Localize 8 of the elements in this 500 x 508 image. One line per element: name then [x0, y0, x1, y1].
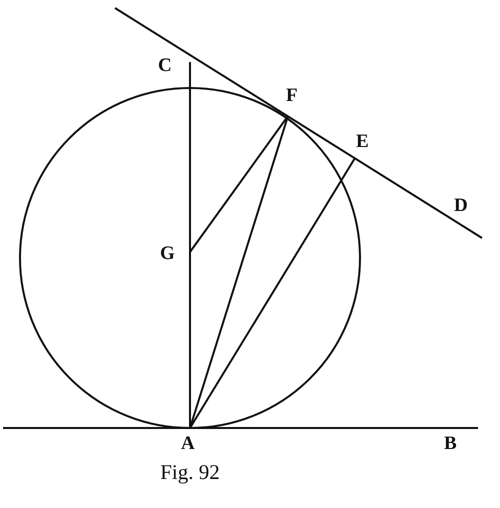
- point-label: A: [181, 434, 195, 453]
- point-label: D: [454, 196, 468, 215]
- point-label: E: [356, 132, 369, 151]
- figure-caption: Fig. 92: [159, 462, 221, 483]
- point-label: C: [158, 56, 172, 75]
- point-label: F: [286, 86, 298, 105]
- point-label: B: [444, 434, 457, 453]
- point-label: G: [160, 244, 175, 263]
